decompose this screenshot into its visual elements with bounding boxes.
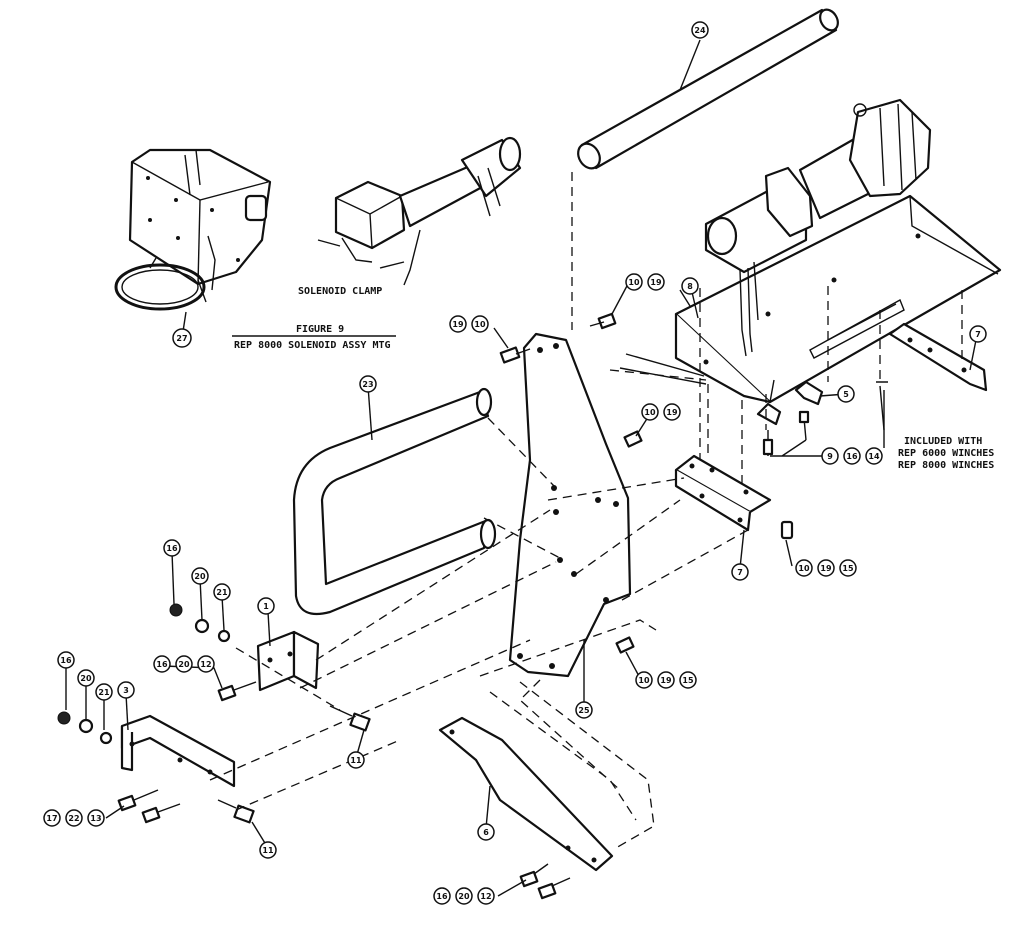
callout-19-left: 19 — [452, 320, 464, 329]
callout-20-d: 20 — [458, 892, 470, 901]
callout-16-right: 16 — [846, 452, 858, 461]
bracket-7-upper — [888, 322, 988, 392]
callout-10-left: 10 — [474, 320, 486, 329]
callout-9: 9 — [827, 452, 833, 461]
bracket-3 — [120, 714, 236, 788]
bracket-5 — [756, 380, 888, 456]
callout-19-mid: 19 — [666, 408, 678, 417]
callout-13: 13 — [90, 814, 101, 823]
callout-14: 14 — [868, 452, 880, 461]
callout-11-a: 11 — [350, 756, 362, 765]
callout-24: 24 — [694, 26, 706, 35]
winch-body — [619, 98, 932, 385]
callout-10-top: 10 — [628, 278, 640, 287]
bracket-7-lower — [674, 454, 772, 532]
callout-3: 3 — [123, 686, 129, 695]
callout-7-upper: 7 — [975, 330, 981, 339]
callout-22: 22 — [68, 814, 79, 823]
callout-21-b: 21 — [98, 688, 110, 697]
callout-17: 17 — [46, 814, 57, 823]
callout-15-low: 15 — [682, 676, 694, 685]
callout-19-top: 19 — [650, 278, 662, 287]
callout-27: 27 — [176, 334, 187, 343]
callout-16-e: 16 — [436, 892, 448, 901]
included-note-line1: INCLUDED WITH — [904, 436, 982, 447]
winch-motor-inset — [317, 136, 522, 286]
callout-5: 5 — [843, 390, 849, 399]
bracket-6 — [438, 716, 614, 872]
side-plate — [508, 332, 632, 678]
solenoid-clamp-label: SOLENOID CLAMP — [298, 286, 382, 297]
callout-16-c: 16 — [156, 660, 168, 669]
callout-25: 25 — [578, 706, 590, 715]
callout-10-right: 10 — [798, 564, 810, 573]
figure-caption-subtitle: REP 8000 SOLENOID ASSY MTG — [234, 340, 391, 351]
callout-1: 1 — [263, 602, 269, 611]
callout-11-b: 11 — [262, 846, 274, 855]
callout-23: 23 — [362, 380, 373, 389]
callout-8: 8 — [687, 282, 693, 291]
callout-16-d: 16 — [60, 656, 72, 665]
callout-10-mid: 10 — [644, 408, 656, 417]
callout-15-right: 15 — [842, 564, 854, 573]
callout-6: 6 — [483, 828, 489, 837]
callout-7-lower: 7 — [737, 568, 743, 577]
callout-21-a: 21 — [216, 588, 228, 597]
callout-bubbles: 24 27 8 7 5 10 19 19 10 10 19 9 16 14 23… — [43, 21, 987, 905]
bolts — [57, 312, 794, 900]
solenoid-box — [128, 148, 272, 291]
callout-20-c: 20 — [80, 674, 92, 683]
callout-20-a: 20 — [194, 572, 206, 581]
callout-10-low: 10 — [638, 676, 650, 685]
included-note-line3: REP 8000 WINCHES — [898, 460, 994, 471]
callout-20-b: 20 — [178, 660, 190, 669]
assembly-lines — [209, 172, 963, 849]
callout-12-b: 12 — [480, 892, 491, 901]
callout-12-a: 12 — [200, 660, 211, 669]
callout-19-right: 19 — [820, 564, 832, 573]
callout-16-b: 16 — [166, 544, 178, 553]
figure-caption-title: FIGURE 9 — [296, 324, 344, 335]
handle-bar — [292, 387, 497, 616]
solenoid-clamp-band — [114, 257, 207, 311]
roller-tube — [577, 8, 839, 170]
bracket-1 — [256, 630, 320, 692]
included-note-line2: REP 6000 WINCHES — [898, 448, 994, 459]
callout-19-low: 19 — [660, 676, 672, 685]
